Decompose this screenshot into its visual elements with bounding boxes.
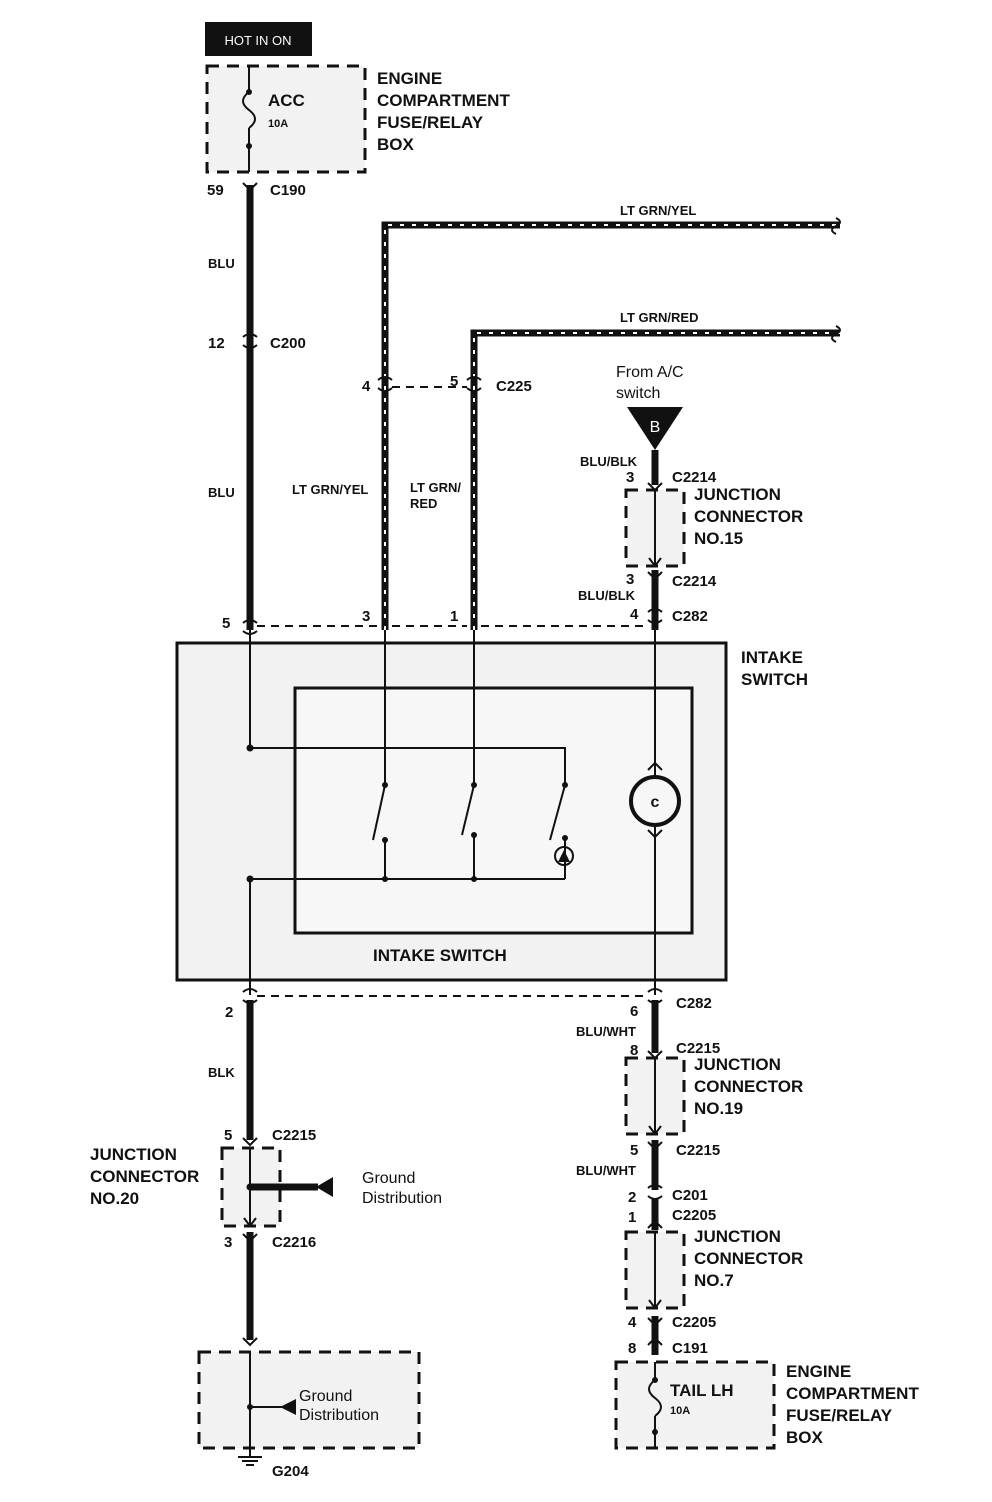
pin-8-c2215: 8: [630, 1042, 638, 1059]
wire-label-blu-blk-1: BLU/BLK: [580, 454, 638, 469]
hot-in-on-label: HOT IN ON: [205, 22, 312, 56]
pin-4-c2205: 4: [628, 1314, 637, 1331]
j20-label-3: NO.20: [90, 1189, 139, 1208]
conn-c225: C225: [496, 378, 532, 395]
ltgrn-red-wire: LT GRN/RED 5 C225 LT GRN/ RED 1: [410, 310, 841, 630]
top-box-label-4: BOX: [377, 135, 415, 154]
pin-1-c2205: 1: [628, 1209, 636, 1226]
j15-label-1: JUNCTION: [694, 485, 781, 504]
bottom-box-label-3: FUSE/RELAY: [786, 1406, 893, 1425]
wire-label-blu-wht-2: BLU/WHT: [576, 1163, 636, 1178]
j19-label-2: CONNECTOR: [694, 1077, 803, 1096]
pin-3-switch: 3: [362, 608, 370, 625]
top-box-label-1: ENGINE: [377, 69, 442, 88]
wire-label-blu-2: BLU: [208, 485, 235, 500]
j15-label-3: NO.15: [694, 529, 743, 548]
conn-c2215-left: C2215: [272, 1127, 316, 1144]
wire-label-ltgrn-red-top: LT GRN/RED: [620, 310, 698, 325]
acc-fuse-rating: 10A: [268, 118, 288, 130]
pin-4: 4: [362, 378, 371, 395]
pin-59: 59: [207, 182, 224, 199]
conn-c191: C191: [672, 1340, 708, 1357]
pin-4-c282: 4: [630, 606, 639, 623]
pin-12: 12: [208, 335, 225, 352]
pin-5: 5: [450, 373, 458, 390]
wire-label-blu-blk-2: BLU/BLK: [578, 588, 636, 603]
conn-c2214-top: C2214: [672, 469, 717, 486]
wire-label-ltgrn-yel-top: LT GRN/YEL: [620, 203, 696, 218]
j7-label-2: CONNECTOR: [694, 1249, 803, 1268]
conn-c190: C190: [270, 182, 306, 199]
hot-in-on-text: HOT IN ON: [225, 33, 292, 48]
from-ac-text-1: From A/C: [616, 364, 684, 381]
j19-label-3: NO.19: [694, 1099, 743, 1118]
bottom-fuse-box: TAIL LH 10A ENGINE COMPARTMENT FUSE/RELA…: [614, 1360, 919, 1450]
pin-3-c2216: 3: [224, 1234, 232, 1251]
pin-2-c201: 2: [628, 1189, 636, 1206]
wire-label-ltgrn-red-1: LT GRN/: [410, 480, 461, 495]
wire-label-blu-1: BLU: [208, 256, 235, 271]
j15-label-2: CONNECTOR: [694, 507, 803, 526]
conn-c2216: C2216: [272, 1234, 316, 1251]
acc-fuse-name: ACC: [268, 91, 305, 110]
blu-blk-wire: BLU/BLK 3 C2214 JUNCTION CONNECTOR NO.15…: [578, 450, 803, 630]
conn-g204: G204: [272, 1463, 309, 1480]
conn-c2205-bot: C2205: [672, 1314, 716, 1331]
pin-5-switch: 5: [222, 615, 230, 632]
tail-lh-fuse-name: TAIL LH: [670, 1381, 734, 1400]
ltgrn-yel-wire: LT GRN/YEL 4 LT GRN/YEL 3: [292, 203, 841, 630]
pin-5-c2215-left: 5: [224, 1127, 232, 1144]
j19-label-1: JUNCTION: [694, 1055, 781, 1074]
top-box-label-2: COMPARTMENT: [377, 91, 510, 110]
j20-label-2: CONNECTOR: [90, 1167, 199, 1186]
pin-5-c2215-right: 5: [630, 1142, 638, 1159]
bottom-box-label-1: ENGINE: [786, 1362, 851, 1381]
conn-c282-bottom: C282: [676, 995, 712, 1012]
c282-bottom: 2 6 C282: [225, 988, 712, 1021]
from-ac-text-2: switch: [616, 385, 660, 402]
bottom-box-label-2: COMPARTMENT: [786, 1384, 919, 1403]
intake-switch-label-1: INTAKE: [741, 648, 803, 667]
pin-3-j15-bot: 3: [626, 571, 634, 588]
svg-text:c: c: [651, 794, 660, 811]
ground-dist-1-line-2: Distribution: [362, 1190, 442, 1207]
intake-switch-label-2: SWITCH: [741, 670, 808, 689]
blu-wire-left: 59 C190 BLU 12 C200 BLU 5: [207, 182, 306, 635]
top-fuse-box: ACC 10A ENGINE COMPARTMENT FUSE/RELAY BO…: [205, 64, 510, 174]
ac-switch-input: From A/C switch B: [616, 364, 684, 450]
conn-c2215-top: C2215: [676, 1040, 720, 1057]
conn-c2215-bot: C2215: [676, 1142, 720, 1159]
ground-dist-2-line-2: Distribution: [299, 1407, 379, 1424]
ground-dist-1-line-1: Ground: [362, 1170, 415, 1187]
pin-8-c191: 8: [628, 1340, 636, 1357]
wire-label-blu-wht-1: BLU/WHT: [576, 1024, 636, 1039]
conn-c2205-top: C2205: [672, 1207, 716, 1224]
ground-dist-2-line-1: Ground: [299, 1388, 352, 1405]
ac-marker: B: [650, 419, 661, 436]
bottom-box-label-4: BOX: [786, 1428, 824, 1447]
conn-c282-top: C282: [672, 608, 708, 625]
j7-label-1: JUNCTION: [694, 1227, 781, 1246]
blk-wire-left: BLK 5 C2215 Ground Distribution JUNCTION…: [90, 1000, 442, 1480]
pin-2: 2: [225, 1004, 233, 1021]
pin-1-switch: 1: [450, 608, 458, 625]
conn-c201: C201: [672, 1187, 708, 1204]
conn-c200: C200: [270, 335, 306, 352]
blu-wht-wire: BLU/WHT 8 C2215 JUNCTION CONNECTOR NO.19…: [576, 1000, 803, 1357]
intake-switch-inner-label: INTAKE SWITCH: [373, 946, 507, 965]
conn-c2214-bot: C2214: [672, 573, 717, 590]
j7-label-3: NO.7: [694, 1271, 734, 1290]
wire-label-ltgrn-red-2: RED: [410, 496, 437, 511]
intake-switch: INTAKE SWITCH INTAKE SWITCH c: [175, 630, 808, 995]
j20-label-1: JUNCTION: [90, 1145, 177, 1164]
wire-label-blk: BLK: [208, 1065, 235, 1080]
top-box-label-3: FUSE/RELAY: [377, 113, 484, 132]
ground-symbol-icon: [238, 1456, 262, 1466]
pin-3-j15-top: 3: [626, 469, 634, 486]
wire-label-ltgrn-yel: LT GRN/YEL: [292, 482, 368, 497]
pin-6: 6: [630, 1003, 638, 1020]
tail-lh-fuse-rating: 10A: [670, 1405, 690, 1417]
